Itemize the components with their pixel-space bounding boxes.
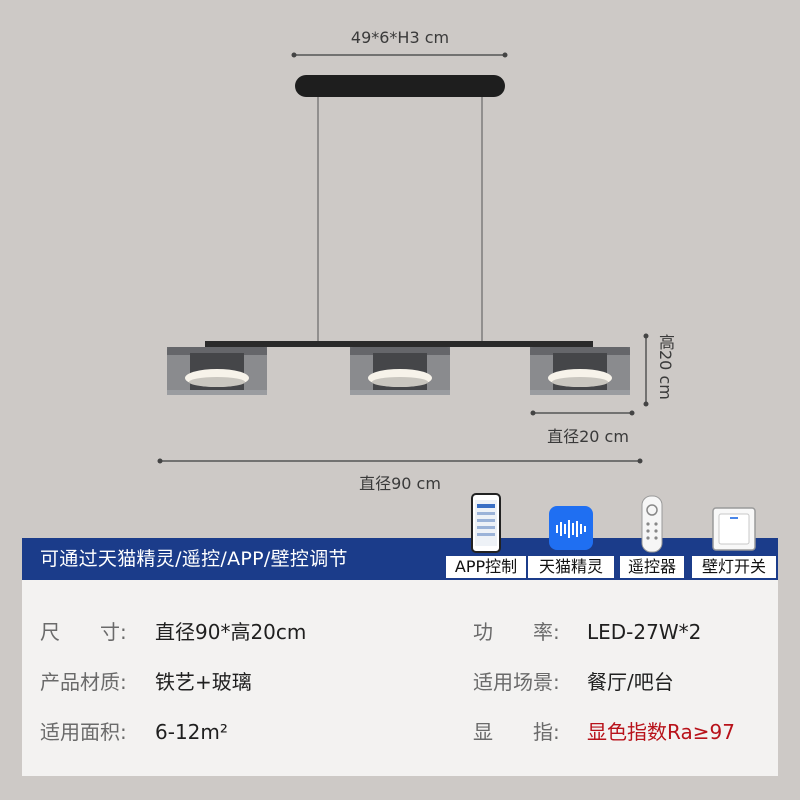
shade-diameter-label: 直径20 cm: [547, 427, 629, 446]
spec-material-label: 产品材质:: [40, 670, 127, 694]
spec-scene-label: 适用场景:: [473, 670, 560, 694]
spec-area-value: 6-12m²: [155, 720, 228, 744]
wall-switch-icon: [712, 507, 756, 551]
feature-label: 遥控器: [620, 556, 684, 578]
feature-label: APP控制: [446, 556, 526, 578]
banner-text: 可通过天猫精灵/遥控/APP/壁控调节: [40, 548, 348, 570]
overall-diameter-line: [157, 458, 643, 464]
spec-area-label: 适用面积:: [40, 720, 127, 744]
overall-diameter-label: 直径90 cm: [359, 474, 441, 493]
spec-material-value: 铁艺+玻璃: [155, 670, 252, 694]
spec-cri-label: 显 指:: [473, 720, 560, 744]
tmall-genie-icon: [549, 506, 593, 550]
spec-power-value: LED-27W*2: [587, 620, 702, 644]
remote-control-icon: [641, 495, 663, 553]
canopy-dimension-label: 49*6*H3 cm: [350, 28, 450, 47]
canopy-dimension-line: [291, 52, 508, 58]
spec-scene-value: 餐厅/吧台: [587, 670, 674, 694]
shade-diameter-line: [530, 410, 635, 416]
product-illustration: [157, 52, 649, 464]
feature-app-control: APP控制: [446, 492, 526, 578]
feature-label: 天猫精灵: [528, 556, 614, 578]
feature-label: 壁灯开关: [692, 556, 776, 578]
lamp-bar: [205, 341, 593, 347]
ceiling-canopy: [295, 75, 505, 97]
height-dimension-label: 高20 cm: [656, 334, 675, 400]
feature-tmall-genie: 天猫精灵: [528, 492, 614, 578]
lamp-shade-1: [167, 347, 267, 395]
height-dimension-line: [643, 333, 649, 407]
lamp-shade-2: [350, 347, 450, 395]
spec-size-label: 尺 寸:: [40, 620, 127, 644]
lamp-shade-3: [530, 347, 630, 395]
feature-remote: 遥控器: [620, 492, 684, 578]
spec-size-value: 直径90*高20cm: [155, 620, 307, 644]
feature-wall-switch: 壁灯开关: [692, 492, 776, 578]
spec-cri-value: 显色指数Ra≥97: [587, 720, 735, 744]
smartphone-app-icon: [471, 493, 501, 553]
spec-power-label: 功 率:: [473, 620, 560, 644]
